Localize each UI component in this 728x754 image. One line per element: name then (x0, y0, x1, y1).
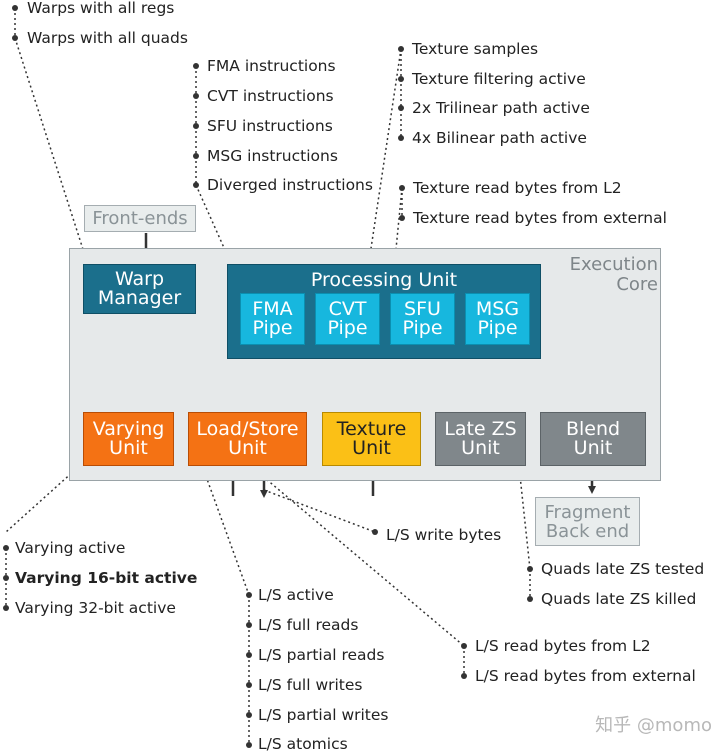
counter-ls-write-bytes: L/S write bytes (386, 526, 502, 544)
execution-core-label: Execution Core (569, 254, 658, 295)
counter-dot (398, 135, 404, 141)
counter-msg-instructions: MSG instructions (207, 147, 338, 165)
counter-texture-read-external: Texture read bytes from external (413, 209, 667, 227)
counter-dot (527, 566, 533, 572)
counter-warps-all-quads: Warps with all quads (27, 29, 188, 47)
counter-dot (246, 652, 252, 658)
counter-dot (3, 545, 9, 551)
counter-cvt-instructions: CVT instructions (207, 87, 334, 105)
counter-dot (246, 682, 252, 688)
counter-dot (246, 592, 252, 598)
counter-ls-partial-reads: L/S partial reads (258, 646, 385, 664)
counter-dot (193, 182, 199, 188)
watermark: 知乎 @momo (595, 715, 712, 736)
counter-texture-samples: Texture samples (412, 40, 539, 58)
counter-quads-late-zs-tested: Quads late ZS tested (541, 560, 705, 578)
counter-quads-late-zs-killed: Quads late ZS killed (541, 590, 697, 608)
counter-warps-all-regs: Warps with all regs (27, 0, 175, 17)
warp-manager-box: Warp Manager (83, 264, 196, 314)
varying-unit-box: Varying Unit (83, 412, 174, 466)
counter-dot (193, 93, 199, 99)
counter-fma-instructions: FMA instructions (207, 57, 336, 75)
counter-dot (461, 643, 467, 649)
counter-dot (193, 153, 199, 159)
load-store-unit-box: Load/Store Unit (188, 412, 307, 466)
counter-dot (461, 673, 467, 679)
counter-ls-atomics: L/S atomics (258, 735, 348, 753)
fragment-back-end-box: Fragment Back end (535, 497, 640, 546)
counter-dot (398, 105, 404, 111)
msg-pipe-box: MSG Pipe (465, 293, 530, 345)
counter-texture-read-l2: Texture read bytes from L2 (413, 179, 622, 197)
texture-unit-box: Texture Unit (322, 412, 421, 466)
fma-pipe-box: FMA Pipe (240, 293, 305, 345)
late-zs-unit-box: Late ZS Unit (435, 412, 526, 466)
counter-diverged-instructions: Diverged instructions (207, 176, 373, 194)
counter-ls-partial-writes: L/S partial writes (258, 706, 389, 724)
counter-dot (398, 76, 404, 82)
counter-dot (12, 5, 18, 11)
counter-ls-read-l2: L/S read bytes from L2 (475, 637, 651, 655)
counter-ls-active: L/S active (258, 586, 334, 604)
counter-dot (246, 712, 252, 718)
counter-2x-trilinear: 2x Trilinear path active (412, 99, 590, 117)
counter-varying-16bit: Varying 16-bit active (15, 569, 198, 587)
counter-varying-32bit: Varying 32-bit active (15, 599, 176, 617)
counter-ls-full-reads: L/S full reads (258, 616, 359, 634)
counter-dot (399, 185, 405, 191)
cvt-pipe-box: CVT Pipe (315, 293, 380, 345)
counter-dot (12, 35, 18, 41)
counter-4x-bilinear: 4x Bilinear path active (412, 129, 587, 147)
counter-varying-active: Varying active (15, 539, 126, 557)
counter-dot (246, 622, 252, 628)
sfu-pipe-box: SFU Pipe (390, 293, 455, 345)
counter-dot (398, 46, 404, 52)
counter-dot (3, 605, 9, 611)
front-ends-box: Front-ends (84, 205, 196, 232)
counter-ls-full-writes: L/S full writes (258, 676, 363, 694)
counter-dot (372, 529, 378, 535)
counter-dot (399, 215, 405, 221)
counter-dot (193, 63, 199, 69)
counter-texture-filtering-active: Texture filtering active (412, 70, 586, 88)
counter-dot (246, 742, 252, 748)
counter-ls-read-external: L/S read bytes from external (475, 667, 696, 685)
counter-dot (3, 575, 9, 581)
counter-dot (527, 596, 533, 602)
counter-dot (193, 123, 199, 129)
blend-unit-box: Blend Unit (540, 412, 646, 466)
counter-sfu-instructions: SFU instructions (207, 117, 333, 135)
